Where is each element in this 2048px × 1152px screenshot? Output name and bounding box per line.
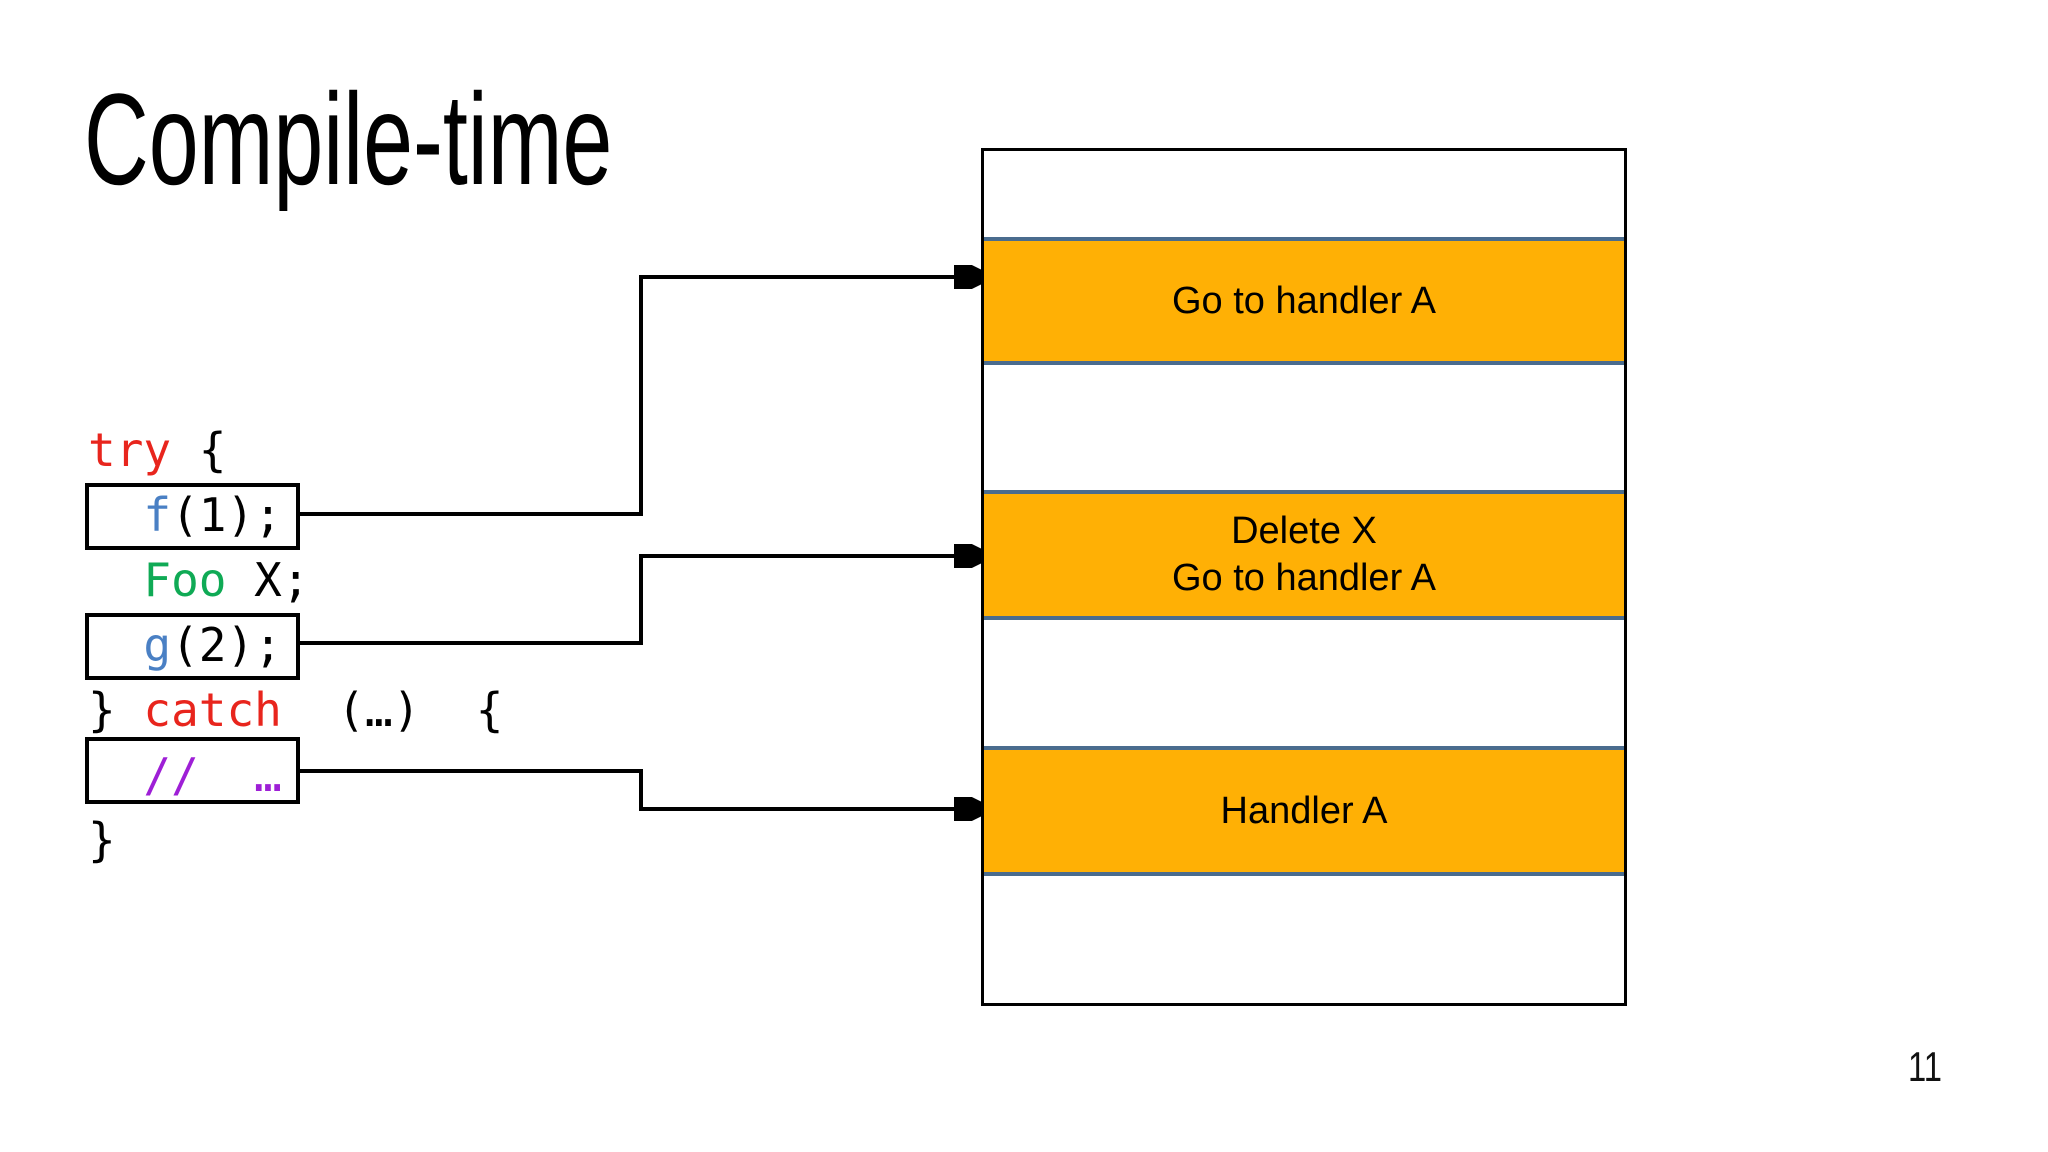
keyword-try: try bbox=[88, 423, 172, 477]
code-box-g2 bbox=[85, 613, 300, 680]
function-f: f bbox=[143, 488, 172, 542]
code-line-f1: f(1); bbox=[143, 488, 282, 542]
table-cell-label: Go to handler A bbox=[1171, 279, 1437, 322]
handler-table: Go to handler A Delete X Go to handler A… bbox=[981, 148, 1627, 1006]
code-block: try { f(1); Foo X; g(2); } catch (…) { /… bbox=[88, 418, 503, 873]
function-g: g bbox=[143, 618, 172, 672]
code-line-catch: } catch (…) { bbox=[88, 683, 504, 737]
table-row-goto-handler-a: Go to handler A bbox=[984, 237, 1624, 365]
table-cell-label: Handler A bbox=[1220, 789, 1388, 832]
table-cell-label: Delete X Go to handler A bbox=[1171, 510, 1437, 599]
code-line-foo: Foo X; bbox=[143, 553, 310, 607]
code-box-f1 bbox=[85, 483, 300, 550]
page-title: Compile-time bbox=[84, 74, 850, 204]
code-line-try: try { bbox=[88, 423, 227, 477]
code-line-comment: // … bbox=[88, 743, 503, 808]
table-row-blank-1 bbox=[984, 151, 1624, 237]
table-row-delete-x-goto-handler-a: Delete X Go to handler A bbox=[984, 490, 1624, 620]
type-foo: Foo bbox=[143, 553, 227, 607]
code-box-comment bbox=[85, 737, 300, 804]
page-title-text: Compile-time bbox=[84, 66, 613, 212]
table-row-handler-a: Handler A bbox=[984, 746, 1624, 876]
table-row-blank-2 bbox=[984, 365, 1624, 490]
table-row-blank-3 bbox=[984, 620, 1624, 746]
page-number: 11 bbox=[1908, 1043, 1943, 1090]
code-line-g2: g(2); bbox=[143, 618, 282, 672]
comment-ellipsis: // … bbox=[143, 748, 282, 802]
table-row-blank-4 bbox=[984, 876, 1624, 1003]
keyword-catch: catch bbox=[143, 683, 282, 737]
code-line-close: } bbox=[88, 813, 116, 867]
